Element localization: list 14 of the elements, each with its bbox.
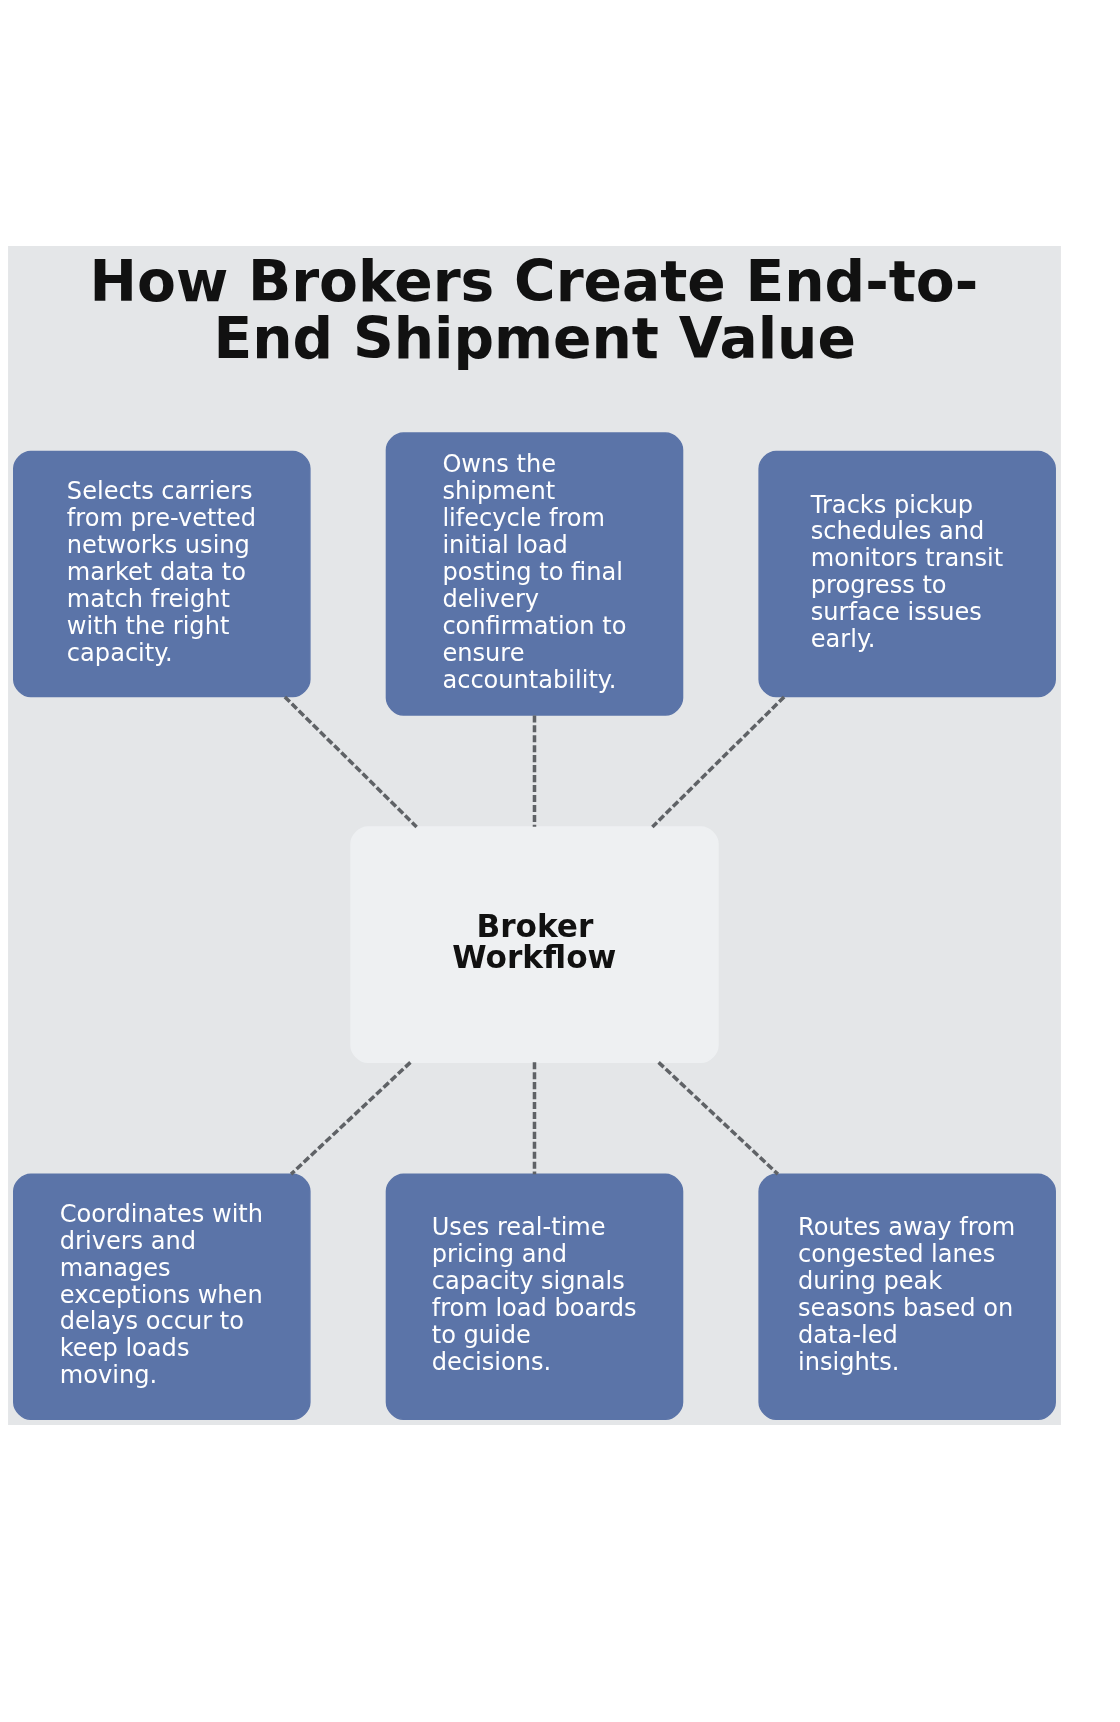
node-box: Owns the shipment lifecycle from initial load posting to final delivery confirmation to ensure accountability. bbox=[385, 432, 684, 716]
node-box: Uses real-time pricing and capacity signals from load boards to guide decisions. bbox=[385, 1173, 684, 1421]
node-box: Tracks pickup schedules and monitors transit progress to surface issues early. bbox=[758, 450, 1056, 698]
node-box: Routes away from congested lanes during peak seasons based on data-led insights. bbox=[758, 1173, 1056, 1421]
connector bbox=[283, 695, 418, 829]
node-box: Coordinates with drivers and manages exceptions when delays occur to keep loads moving. bbox=[13, 1173, 311, 1421]
connector bbox=[532, 715, 537, 827]
connector bbox=[289, 1061, 412, 1176]
connector bbox=[532, 1062, 537, 1175]
node-box: Broker Workflow bbox=[350, 826, 719, 1063]
connector bbox=[651, 695, 786, 829]
diagram-title: How Brokers Create End-to-End Shipment Value bbox=[89, 248, 979, 371]
node-box: Selects carriers from pre-vetted networks using market data to match freight with the right capacity. bbox=[13, 450, 311, 698]
connector bbox=[657, 1061, 780, 1176]
